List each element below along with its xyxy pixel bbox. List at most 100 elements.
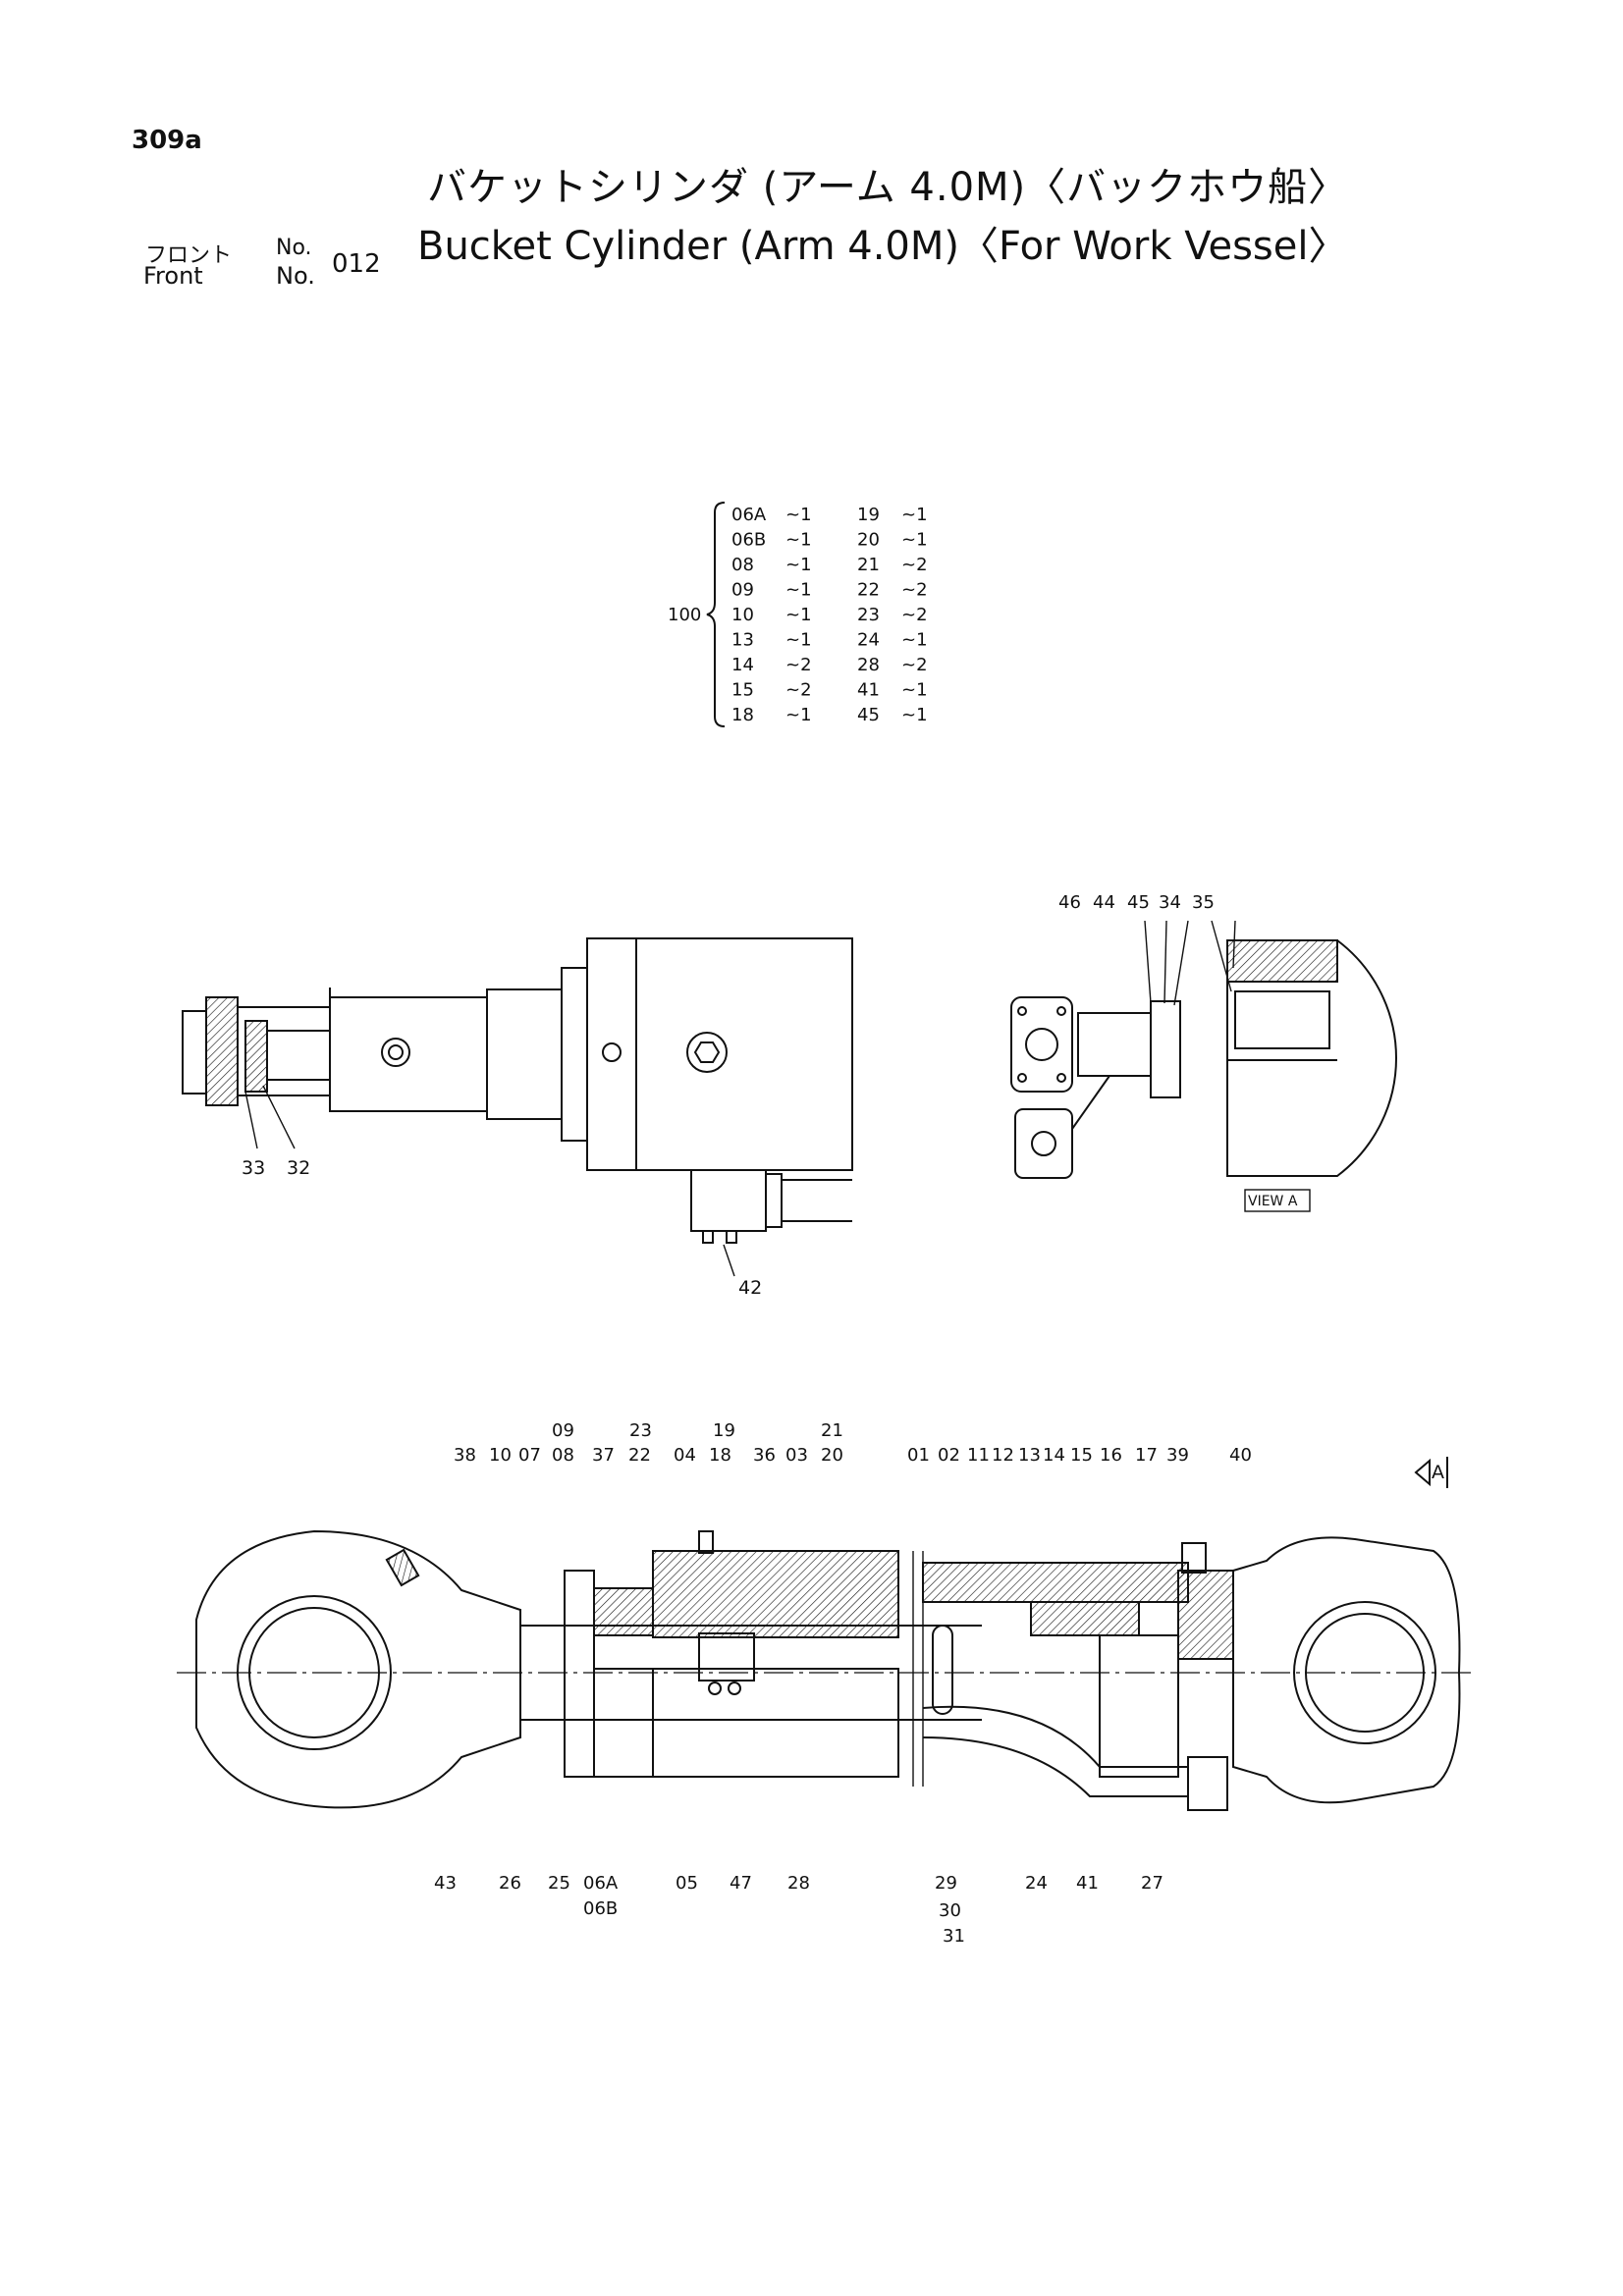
view-a-marker: A [1432,1462,1444,1483]
callout: 06B [583,1898,618,1919]
callout: 22 [628,1445,651,1466]
callout: 30 [939,1900,961,1921]
kit-qty: ~2 [901,655,928,675]
grease-fitting-inner [388,1044,404,1060]
kit-part: 28 [857,655,880,675]
no-label-1: No. [276,236,312,260]
kit-qty: ~1 [901,530,928,551]
leader-45 [1173,920,1189,1006]
kit-qty: ~2 [901,605,928,625]
view-a-callout: 44 [1093,892,1115,913]
kit-part: 13 [731,630,754,651]
callout: 13 [1018,1445,1041,1466]
callout-32: 32 [287,1157,310,1179]
kit-qty: ~1 [901,705,928,725]
valve-bolt [728,1682,741,1695]
valve-block [698,1632,755,1682]
leader-32 [262,1085,296,1149]
title-japanese: バケットシリンダ (アーム 4.0M)〈バックホウ船〉 [427,165,1349,210]
kit-part: 08 [731,555,754,575]
gland-section [593,1587,654,1636]
callout: 20 [821,1445,843,1466]
tube-wall-right [922,1562,1189,1603]
callout: 12 [992,1445,1014,1466]
view-a-flange-2 [1014,1108,1073,1179]
callout: 47 [730,1873,752,1894]
view-a-bolt-hole [1056,1073,1066,1083]
leader-42 [723,1244,735,1277]
kit-qty: ~1 [901,505,928,525]
pipe-flange [1187,1756,1228,1811]
kit-qty: ~2 [785,680,812,701]
view-a-fitting [1077,1012,1152,1077]
kit-qty: ~1 [785,580,812,601]
callout-42: 42 [738,1277,762,1299]
page-number: 309a [132,126,202,155]
kit-part: 41 [857,680,880,701]
callout: 09 [552,1420,574,1441]
callout-33: 33 [242,1157,265,1179]
callout: 43 [434,1873,457,1894]
callout: 06A [583,1873,619,1894]
callout: 19 [713,1420,735,1441]
view-a-circle [1226,939,1397,1177]
callout: 05 [676,1873,698,1894]
callout: 17 [1135,1445,1158,1466]
bottom-eye-bore-outer [1293,1601,1436,1744]
kit-part: 10 [731,605,754,625]
callout: 08 [552,1445,574,1466]
kit-part: 19 [857,505,880,525]
callout: 21 [821,1420,843,1441]
kit-part: 14 [731,655,754,675]
kit-qty: ~1 [901,630,928,651]
leader-34 [1211,920,1232,992]
kit-qty: ~1 [785,555,812,575]
view-a-arrow [1414,1458,1431,1487]
callout: 29 [935,1873,957,1894]
callout: 31 [943,1926,965,1947]
kit-qty: ~1 [785,705,812,725]
kit-qty: ~1 [901,680,928,701]
grease-nipple [385,1548,420,1587]
rod-eye [195,1529,521,1809]
cylinder-tube [635,937,853,1171]
view-a-hatched-cap [1226,939,1338,983]
callout: 37 [592,1445,615,1466]
gland-lower [593,1668,654,1778]
valve-block-end [765,1173,783,1228]
view-a-flange-1 [1010,996,1073,1093]
kit-part: 23 [857,605,880,625]
plug [698,1530,714,1554]
rod-eye-section [205,996,239,1106]
kit-part: 45 [857,705,880,725]
callout: 04 [674,1445,696,1466]
view-a-callout: 45 [1127,892,1150,913]
rod-eye-bore-outer [237,1595,392,1750]
cylinder-head [564,1570,595,1778]
collar [486,988,563,1120]
kit-part: 20 [857,530,880,551]
callout: 39 [1166,1445,1189,1466]
view-a-label: VIEW A [1248,1194,1298,1209]
bolt [726,1230,737,1244]
leader-44 [1163,920,1167,1004]
rod-eye-bore-inner [248,1607,380,1738]
kit-qty: ~1 [785,505,812,525]
kit-right-column: 19~120~121~222~223~224~128~241~145~1 [857,505,928,725]
head-flange [561,967,588,1142]
view-a-box [1244,1189,1311,1212]
kit-part: 24 [857,630,880,651]
callout: 16 [1100,1445,1122,1466]
callout: 38 [454,1445,476,1466]
valve-block [690,1169,767,1232]
kit-qty: ~1 [785,630,812,651]
tube-wall-section [652,1550,899,1638]
kit-qty: ~2 [785,655,812,675]
tube-lower [652,1668,899,1778]
callout: 23 [629,1420,652,1441]
kit-brace [706,502,726,727]
view-a-flange-bore [1025,1028,1058,1061]
view-a-flange-bore [1031,1131,1056,1156]
